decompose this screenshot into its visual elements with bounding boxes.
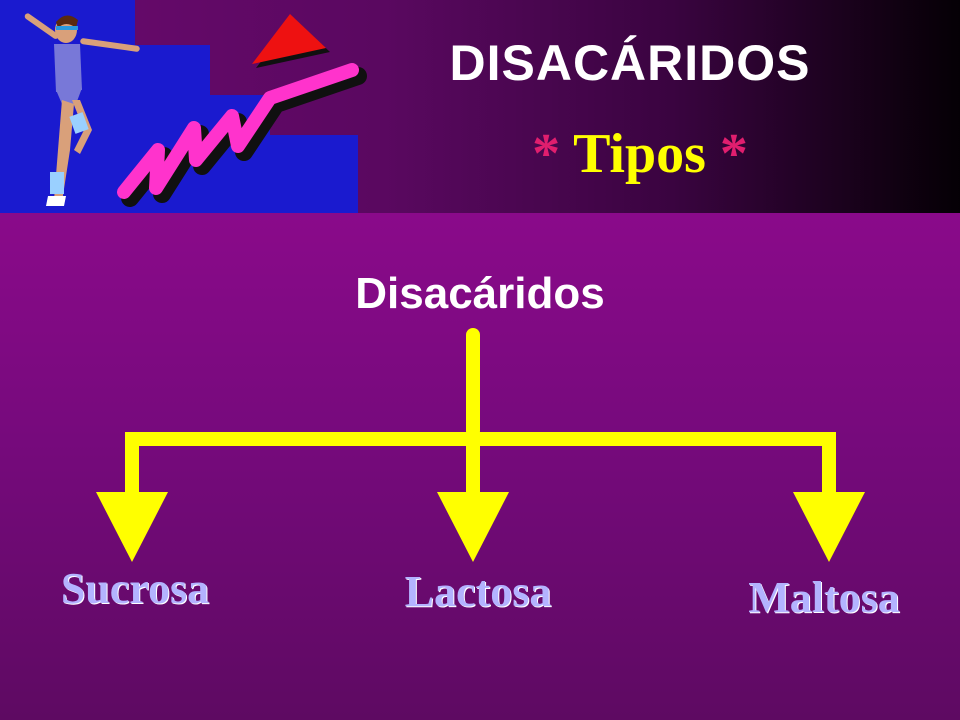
branch-left [125, 432, 139, 510]
horizontal-branch [125, 432, 836, 446]
slide-title: DISACÁRIDOS [449, 35, 811, 91]
arrow-center-icon [437, 492, 509, 562]
clipart-graphic [0, 0, 367, 213]
subtitle-word: Tipos [573, 123, 706, 185]
step-block-4 [270, 135, 358, 213]
star-left: * [532, 123, 561, 185]
slide-subtitle: * Tipos * [420, 122, 860, 186]
star-right: * [719, 123, 748, 185]
child-node-sucrosa: Sucrosa [60, 564, 210, 613]
branch-right [822, 432, 836, 510]
arrow-left-icon [96, 492, 168, 562]
arrow-right-icon [793, 492, 865, 562]
dancer-figure-icon [24, 13, 140, 206]
root-node-label: Disacáridos [355, 269, 605, 318]
branch-center [466, 432, 480, 510]
header-band: DISACÁRIDOS * Tipos * [0, 0, 960, 213]
child-node-maltosa: Maltosa [748, 573, 900, 622]
zigzag-arrow-icon [117, 14, 367, 207]
child-node-lactosa: Lactosa [404, 567, 552, 616]
trunk-line [466, 328, 480, 438]
